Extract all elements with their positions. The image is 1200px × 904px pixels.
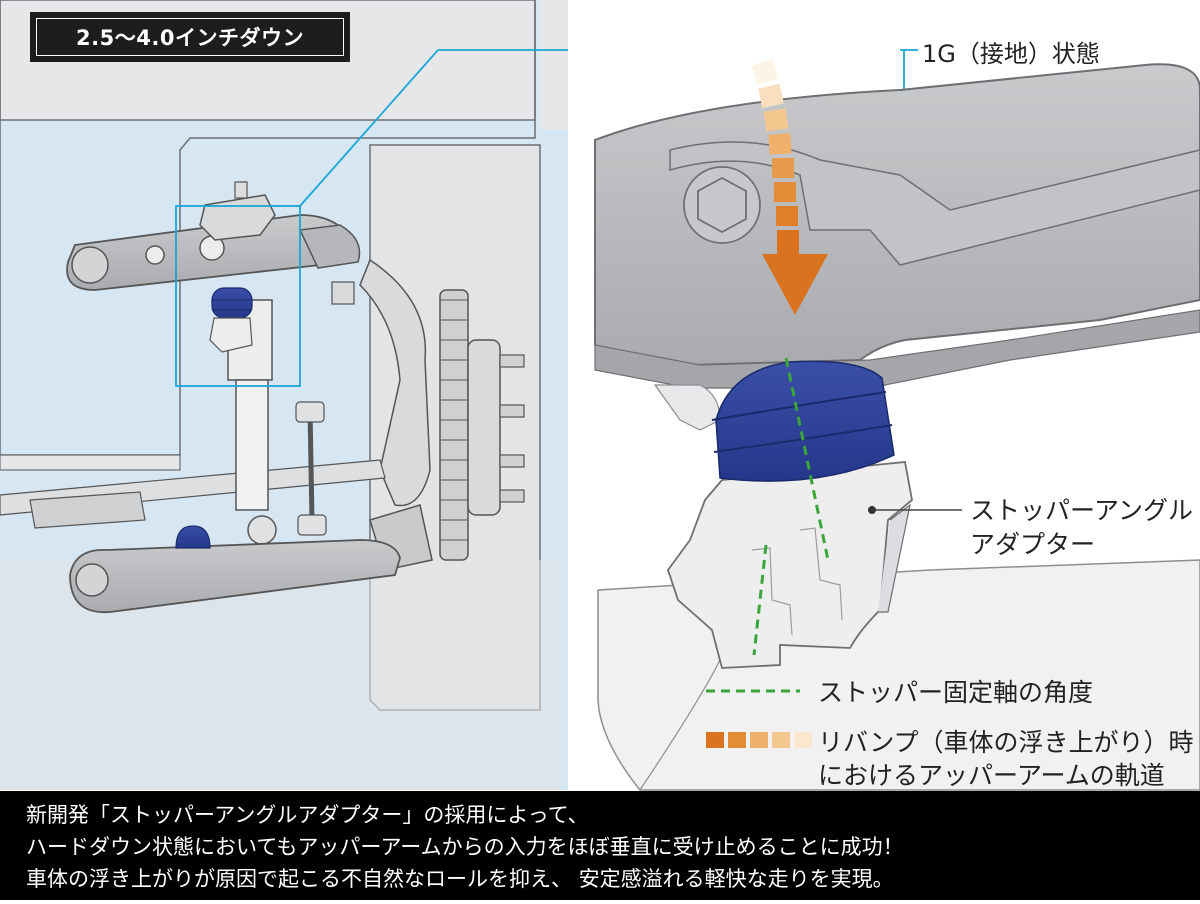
detail-leader-line	[299, 49, 439, 207]
footer-line-2: ハードダウン状態においてもアッパーアームからの入力をほぼ垂直に受け止めることに成…	[26, 835, 904, 859]
wheel-hub	[467, 339, 501, 516]
rebound-arrow	[751, 59, 828, 315]
lower-body	[0, 560, 560, 790]
drop-range-badge: 2.5〜4.0インチダウン	[30, 12, 350, 62]
shock-lower-mount	[247, 515, 277, 545]
stopper-axis-line	[784, 357, 830, 561]
load-state-label: 1G（接地）状態	[922, 40, 1100, 68]
adapter-label-line2: アダプター	[970, 530, 1096, 559]
bump-stopper-left	[209, 287, 253, 353]
detail-highlight-box	[175, 205, 301, 387]
adapter-axis-line	[752, 544, 768, 656]
footer-line-3: 車体の浮き上がりが原因で起こる不自然なロールを抑え、 安定感溢れる軽快な走りを実…	[26, 867, 894, 891]
description-footer: 新開発「ストッパーアングルアダプター」の採用によって、 ハードダウン状態において…	[0, 791, 1200, 900]
shock-body	[235, 379, 269, 511]
legend-arc-label-line2: におけるアッパーアームの軌道	[818, 761, 1165, 790]
lower-control-arm	[69, 539, 401, 614]
frame-rail	[0, 454, 181, 471]
frame-outline	[0, 0, 536, 456]
footer-line-1: 新開発「ストッパーアングルアダプター」の採用によって、	[26, 803, 589, 827]
legend-item-arc: リバンプ（車体の浮き上がり）時 におけるアッパーアームの軌道	[706, 726, 1194, 792]
hex-bolt-icon	[697, 176, 747, 234]
legend-arc-marker	[706, 732, 812, 748]
legend-axis-label: ストッパー固定軸の角度	[818, 678, 1094, 707]
rack-boot	[29, 491, 146, 529]
drop-range-label: 2.5〜4.0インチダウン	[36, 18, 344, 56]
bump-stopper-detail	[711, 360, 895, 482]
stabilizer-link	[307, 409, 315, 521]
bump-stopper-lower	[175, 525, 211, 549]
legend-arc-label-line1: リバンプ（車体の浮き上がり）時	[818, 728, 1194, 757]
legend-item-axis: ストッパー固定軸の角度	[706, 676, 1093, 709]
steering-knuckle	[359, 258, 431, 507]
adapter-label-line1: ストッパーアングル	[970, 496, 1194, 525]
adapter-label: ストッパーアングル アダプター	[970, 494, 1195, 562]
